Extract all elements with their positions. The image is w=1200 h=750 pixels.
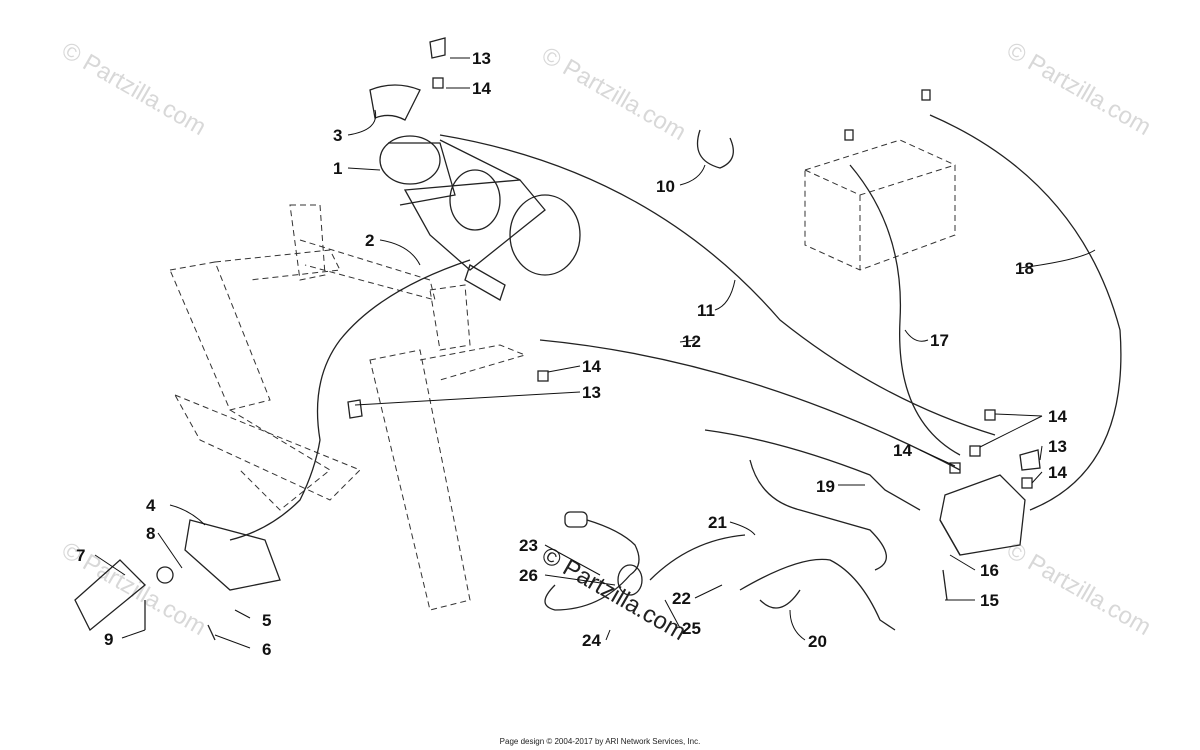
callout-23: 23 <box>519 536 538 555</box>
callout-10: 10 <box>656 177 675 196</box>
watermark-top-center: © Partzilla.com <box>537 42 691 146</box>
callout-26: 26 <box>519 566 538 585</box>
loose-hardware <box>347 37 1041 601</box>
watermark-center: © Partzilla.com <box>537 542 691 646</box>
callout-1: 1 <box>333 159 342 178</box>
callout-13-right: 13 <box>1048 437 1067 456</box>
callout-11: 11 <box>697 301 715 320</box>
winch-cable <box>229 259 471 541</box>
callout-6: 6 <box>262 640 271 659</box>
page-footer: Page design © 2004-2017 by ARI Network S… <box>499 737 701 746</box>
callout-17: 17 <box>930 331 949 350</box>
mount-plate <box>74 519 281 641</box>
callout-4: 4 <box>146 496 156 515</box>
callout-7: 7 <box>76 546 85 565</box>
power-cables <box>439 114 1122 511</box>
callout-2: 2 <box>365 231 374 250</box>
battery <box>804 89 956 271</box>
callout-8: 8 <box>146 524 155 543</box>
mounting-frame <box>169 204 527 611</box>
leader-lines <box>94 57 1096 649</box>
callout-5: 5 <box>262 611 271 630</box>
callout-14-left: 14 <box>582 357 601 376</box>
callout-13-top: 13 <box>472 49 491 68</box>
wire-harness <box>704 429 921 631</box>
callout-24: 24 <box>582 631 601 650</box>
watermark-top-left: © Partzilla.com <box>57 37 211 141</box>
callout-12: 12 <box>682 332 701 351</box>
callout-14-right-top: 14 <box>1048 407 1067 426</box>
callout-21: 21 <box>708 513 727 532</box>
callout-25: 25 <box>682 619 701 638</box>
callout-14-right-bottom: 14 <box>1048 463 1067 482</box>
watermark-layer: © Partzilla.com © Partzilla.com © Partzi… <box>57 37 1156 646</box>
callout-22: 22 <box>672 589 691 608</box>
callout-9: 9 <box>104 630 113 649</box>
callout-14-mid: 14 <box>893 441 912 460</box>
callout-16: 16 <box>980 561 999 580</box>
callout-18: 18 <box>1015 259 1034 278</box>
callout-13-left: 13 <box>582 383 601 402</box>
handlebar-switch <box>544 511 746 611</box>
callout-15: 15 <box>980 591 999 610</box>
watermark-bottom-right: © Partzilla.com <box>1002 537 1156 641</box>
callout-19: 19 <box>816 477 835 496</box>
solenoid <box>939 474 1026 556</box>
callout-numbers: 1 2 3 4 5 6 7 8 9 10 11 12 13 13 13 14 1… <box>76 49 1067 659</box>
callout-14-top: 14 <box>472 79 491 98</box>
callout-3: 3 <box>333 126 342 145</box>
watermark-top-right: © Partzilla.com <box>1002 37 1156 141</box>
winch-assembly <box>369 84 581 301</box>
callout-20: 20 <box>808 632 827 651</box>
